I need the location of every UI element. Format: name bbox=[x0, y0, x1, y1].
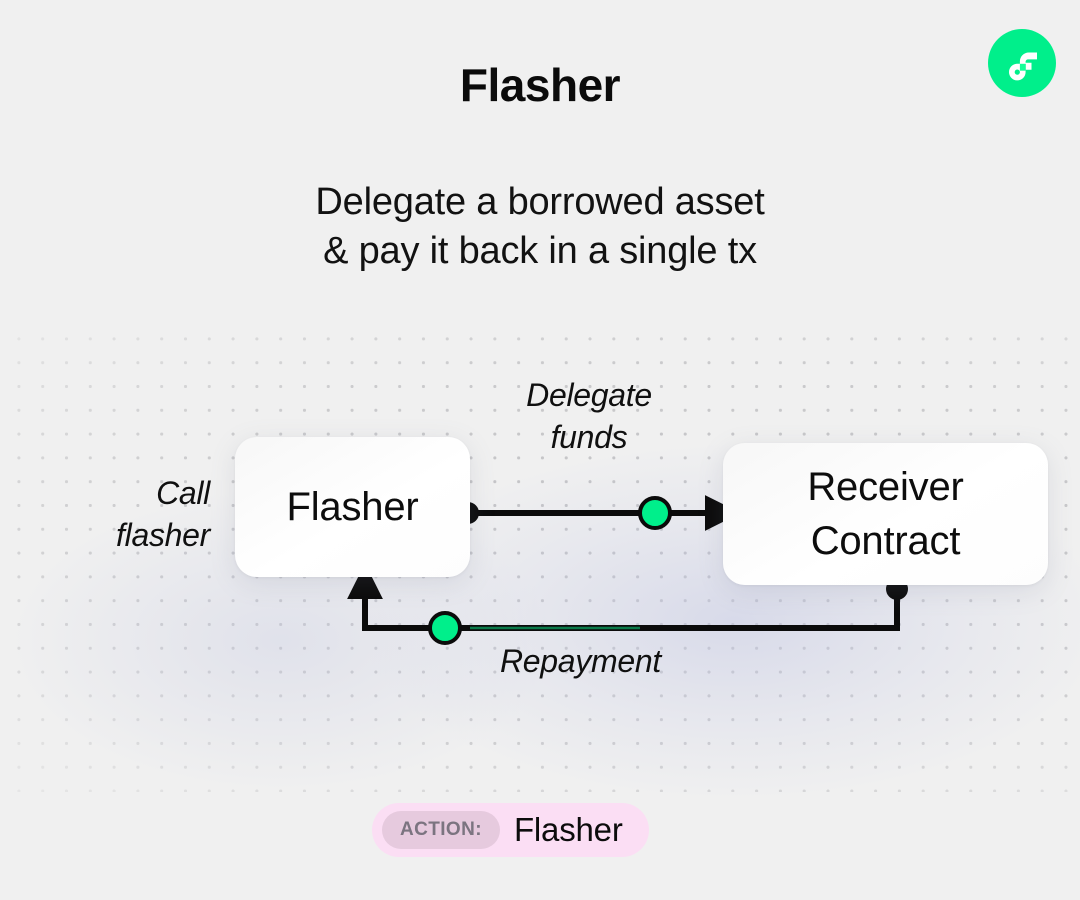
page-subtitle: Delegate a borrowed asset & pay it back … bbox=[315, 181, 765, 272]
node-receiver-contract[interactable]: Receiver Contract bbox=[723, 443, 1048, 585]
edge-token-dot bbox=[638, 496, 672, 530]
edge-label-delegate-funds: Delegate funds bbox=[526, 377, 652, 455]
edge-label-repayment: Repayment bbox=[500, 643, 661, 679]
action-badge[interactable]: ACTION: Flasher bbox=[372, 803, 649, 857]
edge-delegate-funds bbox=[457, 495, 741, 531]
edge-label-call-flasher: Call flasher bbox=[116, 475, 210, 553]
page-title: Flasher bbox=[459, 59, 621, 111]
action-badge-tag: ACTION: bbox=[382, 811, 500, 849]
edge-token-dot bbox=[428, 611, 462, 645]
edge-repayment bbox=[347, 563, 908, 645]
node-flasher[interactable]: Flasher bbox=[235, 437, 470, 577]
node-receiver-contract-label: Receiver Contract bbox=[807, 465, 964, 563]
node-flasher-label: Flasher bbox=[286, 484, 419, 529]
action-badge-value: Flasher bbox=[513, 811, 623, 848]
flow-f-logo-icon bbox=[988, 29, 1056, 97]
